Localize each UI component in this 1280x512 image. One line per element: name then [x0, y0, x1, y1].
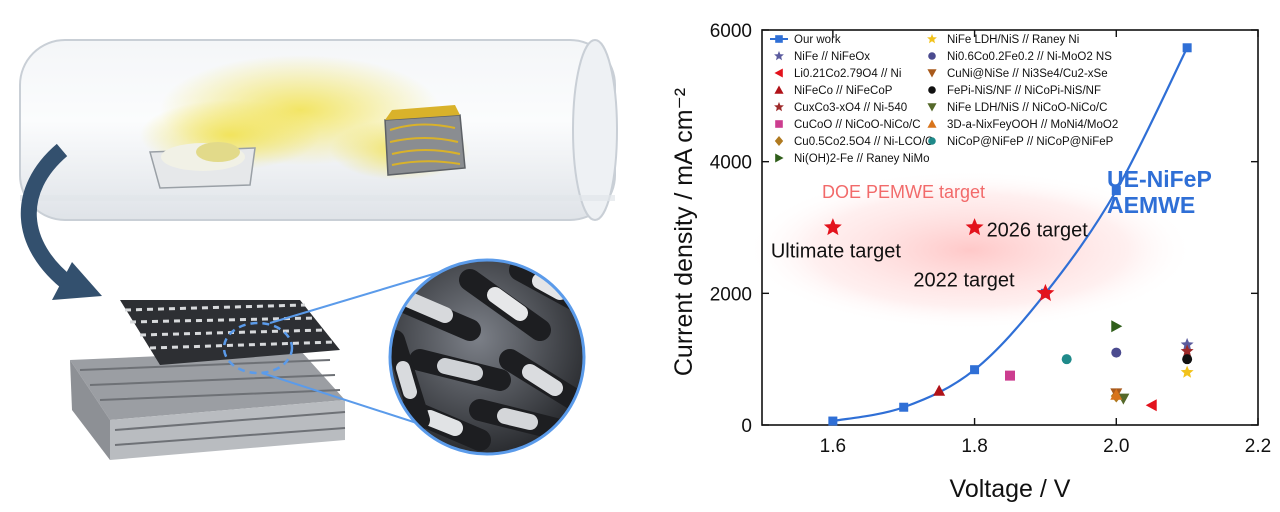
magnified-nanowire-icon [388, 258, 586, 456]
legend-swatch [774, 50, 784, 61]
legend-swatch [928, 86, 936, 94]
data-point-series-7 [1111, 320, 1123, 333]
legend-label: FePi-NiS/NF // NiCoPi-NiS/NF [947, 85, 1101, 97]
axis-ticks: 1.6 1.8 2.0 2.2 0 2000 4000 6000 [710, 21, 1271, 457]
x-tick-label: 2.2 [1245, 436, 1271, 457]
legend-label: Li0.21Co2.79O4 // Ni [794, 68, 901, 80]
legend-swatch [775, 120, 783, 128]
target-glow-region [745, 170, 1195, 330]
legend-label: NiFe LDH/NiS // NiCoO-NiCo/C [947, 102, 1107, 114]
data-point-series-8 [1180, 365, 1194, 378]
y-tick-label: 6000 [710, 21, 752, 42]
legend-swatch [927, 69, 937, 78]
data-point-series-0 [828, 416, 838, 426]
legend-label: Ni0.6Co0.2Fe0.2 // Ni-MoO2 NS [947, 51, 1112, 63]
target-star-marker [823, 218, 842, 236]
y-tick-label: 0 [741, 416, 752, 437]
target-star-marker [965, 218, 984, 236]
porous-electrode-icon [70, 271, 461, 460]
x-axis-title: Voltage / V [950, 475, 1071, 503]
legend-swatch [774, 68, 783, 78]
legend-label: Ni(OH)2-Fe // Raney NiMo [794, 153, 929, 165]
highlight-label-line1: UE-NiFeP [1107, 166, 1212, 192]
data-point-series-5 [1005, 370, 1015, 381]
x-tick-label: 1.6 [820, 436, 846, 457]
legend-swatch [774, 101, 784, 112]
data-point-series-1 [1180, 337, 1194, 351]
doe-target-label: DOE PEMWE target [822, 182, 985, 202]
curved-arrow-icon [20, 143, 102, 300]
legend-swatch [774, 85, 784, 94]
precursor-boat-icon [149, 142, 256, 189]
legend-label: NiFe // NiFeOx [794, 51, 870, 63]
target-label: 2022 target [913, 269, 1015, 291]
legend-label: CuxCo3-xO4 // Ni-540 [794, 102, 907, 114]
legend-label: Our work [794, 34, 841, 46]
legend-label: Cu0.5Co2.5O4 // Ni-LCO/C [794, 136, 933, 148]
x-tick-label: 1.8 [961, 436, 987, 457]
data-point-series-13 [1110, 388, 1123, 400]
legend-label: NiCoP@NiFeP // NiCoP@NiFeP [947, 136, 1114, 148]
legend-swatch [927, 33, 937, 44]
data-point-series-2 [1145, 399, 1157, 412]
target-label: 2026 target [987, 220, 1089, 242]
data-point-series-0 [970, 365, 980, 375]
plot-frame [761, 29, 1259, 426]
synthesis-illustration [19, 39, 618, 460]
data-point-series-3 [933, 384, 946, 396]
highlight-label-line2: AEMWE [1107, 192, 1195, 218]
legend-label: 3D-a-NixFeyOOH // MoNi4/MoO2 [947, 119, 1118, 131]
legend-label: NiFeCo // NiFeCoP [794, 85, 893, 97]
legend-swatch [928, 52, 936, 60]
data-marks [828, 43, 1194, 426]
legend-label: CuCoO // NiCoO-NiCo/C [794, 119, 921, 131]
plot-border [761, 29, 1259, 426]
data-point-series-0 [1182, 43, 1192, 53]
legend-swatch [927, 119, 937, 128]
data-point-series-0 [1111, 186, 1121, 196]
target-star-marker [1036, 283, 1055, 301]
legend-swatch [774, 136, 784, 146]
nickel-foam-sample-icon [384, 105, 466, 176]
target-label: Ultimate target [771, 241, 901, 263]
legend-label: CuNi@NiSe // Ni3Se4/Cu2-xSe [947, 68, 1108, 80]
data-point-series-0 [899, 402, 909, 412]
y-tick-label: 4000 [710, 153, 752, 174]
legend-label: NiFe LDH/NiS // Raney Ni [947, 34, 1079, 46]
y-axis-title: Current density / mA cm⁻² [670, 88, 698, 376]
legend-swatch [927, 103, 937, 112]
data-point-series-9 [1111, 347, 1122, 358]
legend-swatch [775, 153, 784, 163]
y-tick-label: 2000 [710, 284, 752, 305]
data-point-series-4 [1180, 344, 1194, 357]
data-point-series-14 [1061, 354, 1072, 365]
data-point-series-11 [1182, 354, 1193, 365]
x-tick-label: 2.0 [1103, 436, 1129, 457]
legend-swatch [928, 137, 936, 145]
legend-swatch [775, 35, 783, 43]
